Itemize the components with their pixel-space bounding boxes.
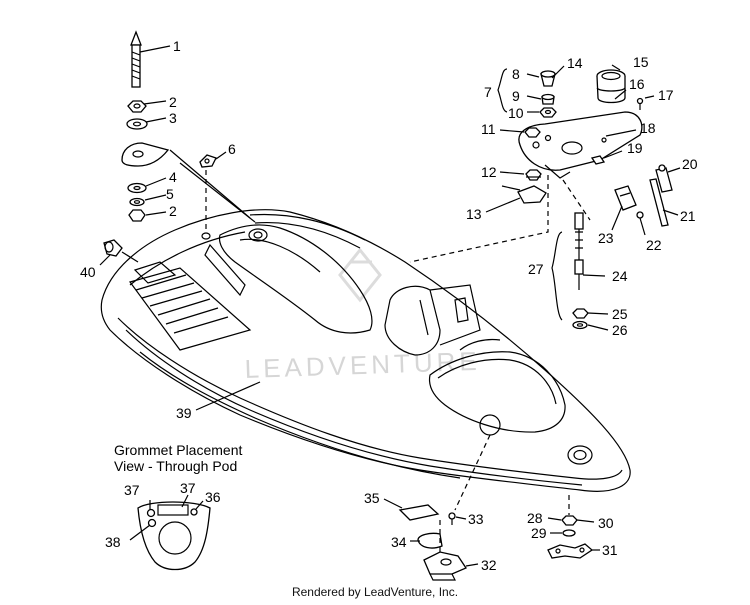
callout-20: 20: [682, 156, 698, 172]
callout-10: 10: [508, 105, 524, 121]
sleeve-icon: [655, 164, 673, 193]
drain-plug: [99, 239, 139, 266]
callout-1: 1: [173, 38, 181, 54]
callout-labels: 1 2 3 4 5 2 6 7 8 9 10 11 12 13 14 15 16…: [80, 38, 698, 573]
footer-credit: Rendered by LeadVenture, Inc.: [291, 585, 459, 599]
callout-3: 3: [169, 110, 177, 126]
callout-38: 38: [105, 534, 121, 550]
callout-13: 13: [466, 206, 482, 222]
callout-37: 37: [124, 482, 140, 498]
nut-icon: [525, 169, 542, 181]
callout-35: 35: [364, 490, 380, 506]
callout-26: 26: [612, 322, 628, 338]
callout-16: 16: [629, 76, 645, 92]
callout-2: 2: [169, 94, 177, 110]
nut-icon: [128, 209, 146, 222]
callout-25: 25: [612, 306, 628, 322]
hull-body: [100, 209, 631, 492]
step-bracket: [423, 551, 467, 581]
callout-21: 21: [680, 208, 696, 224]
cap-plug: [540, 70, 556, 87]
lock-washer-icon: [129, 197, 145, 207]
callout-32: 32: [481, 557, 497, 573]
callout-29: 29: [531, 525, 547, 541]
nut-icon: [539, 107, 557, 118]
callout-37: 37: [180, 480, 196, 496]
washer-icon: [127, 182, 147, 194]
callout-23: 23: [598, 230, 614, 246]
key-switch: [501, 185, 547, 204]
grommet-caption-line2: View - Through Pod: [114, 458, 237, 474]
watermark-logo-icon: [338, 247, 382, 303]
callout-4: 4: [169, 169, 177, 185]
tie-down-stud: [130, 30, 142, 88]
grommet-caption-line1: Grommet Placement: [114, 442, 242, 458]
screw-icon: [636, 97, 644, 110]
mount-plate: [518, 111, 643, 179]
leader-lines-right: [551, 167, 681, 331]
leader-lines-top-right: [409, 64, 655, 263]
callout-33: 33: [468, 511, 484, 527]
grommet-icon: [199, 151, 227, 240]
mount-bracket: [121, 142, 170, 167]
callout-17: 17: [658, 87, 674, 103]
callout-34: 34: [391, 534, 407, 550]
grommet-inset: [129, 494, 211, 571]
throttle-cable: [574, 212, 584, 290]
callout-31: 31: [602, 542, 618, 558]
callout-12: 12: [481, 164, 497, 180]
nut-icon: [524, 127, 541, 138]
callout-2: 2: [169, 203, 177, 219]
callout-18: 18: [640, 120, 656, 136]
callout-8: 8: [512, 66, 520, 82]
cup-holder: [596, 69, 626, 104]
callout-9: 9: [512, 88, 520, 104]
leader-line-39: [195, 381, 261, 411]
callout-24: 24: [612, 268, 628, 284]
callout-27: 27: [528, 261, 544, 277]
callout-6: 6: [228, 141, 236, 157]
screw-icon: [636, 211, 644, 219]
callout-40: 40: [80, 264, 96, 280]
strap-clamp: [547, 543, 594, 559]
pad-icon: [417, 532, 443, 549]
callout-28: 28: [527, 510, 543, 526]
leader-lines-left: [139, 45, 256, 223]
callout-11: 11: [481, 121, 496, 137]
label-decal: [398, 504, 440, 521]
callout-15: 15: [633, 54, 649, 70]
washer-icon: [572, 320, 588, 330]
rod-icon: [649, 178, 669, 227]
nut-icon: [127, 100, 147, 113]
callout-30: 30: [598, 515, 614, 531]
mount-bracket: [614, 185, 637, 211]
screw-icon: [448, 512, 467, 525]
washer-icon: [126, 118, 148, 130]
callout-19: 19: [627, 140, 643, 156]
callout-39: 39: [176, 405, 192, 421]
clip-icon: [590, 155, 606, 165]
grommet-icon: [541, 93, 555, 105]
leader-lines-bottom: [383, 434, 600, 567]
callout-36: 36: [205, 489, 221, 505]
nut-icon: [572, 308, 589, 319]
callout-7: 7: [484, 84, 492, 100]
callout-22: 22: [646, 237, 662, 253]
washer-icon: [562, 529, 576, 537]
nut-icon: [561, 515, 578, 526]
callout-14: 14: [567, 55, 583, 71]
callout-5: 5: [166, 186, 174, 202]
